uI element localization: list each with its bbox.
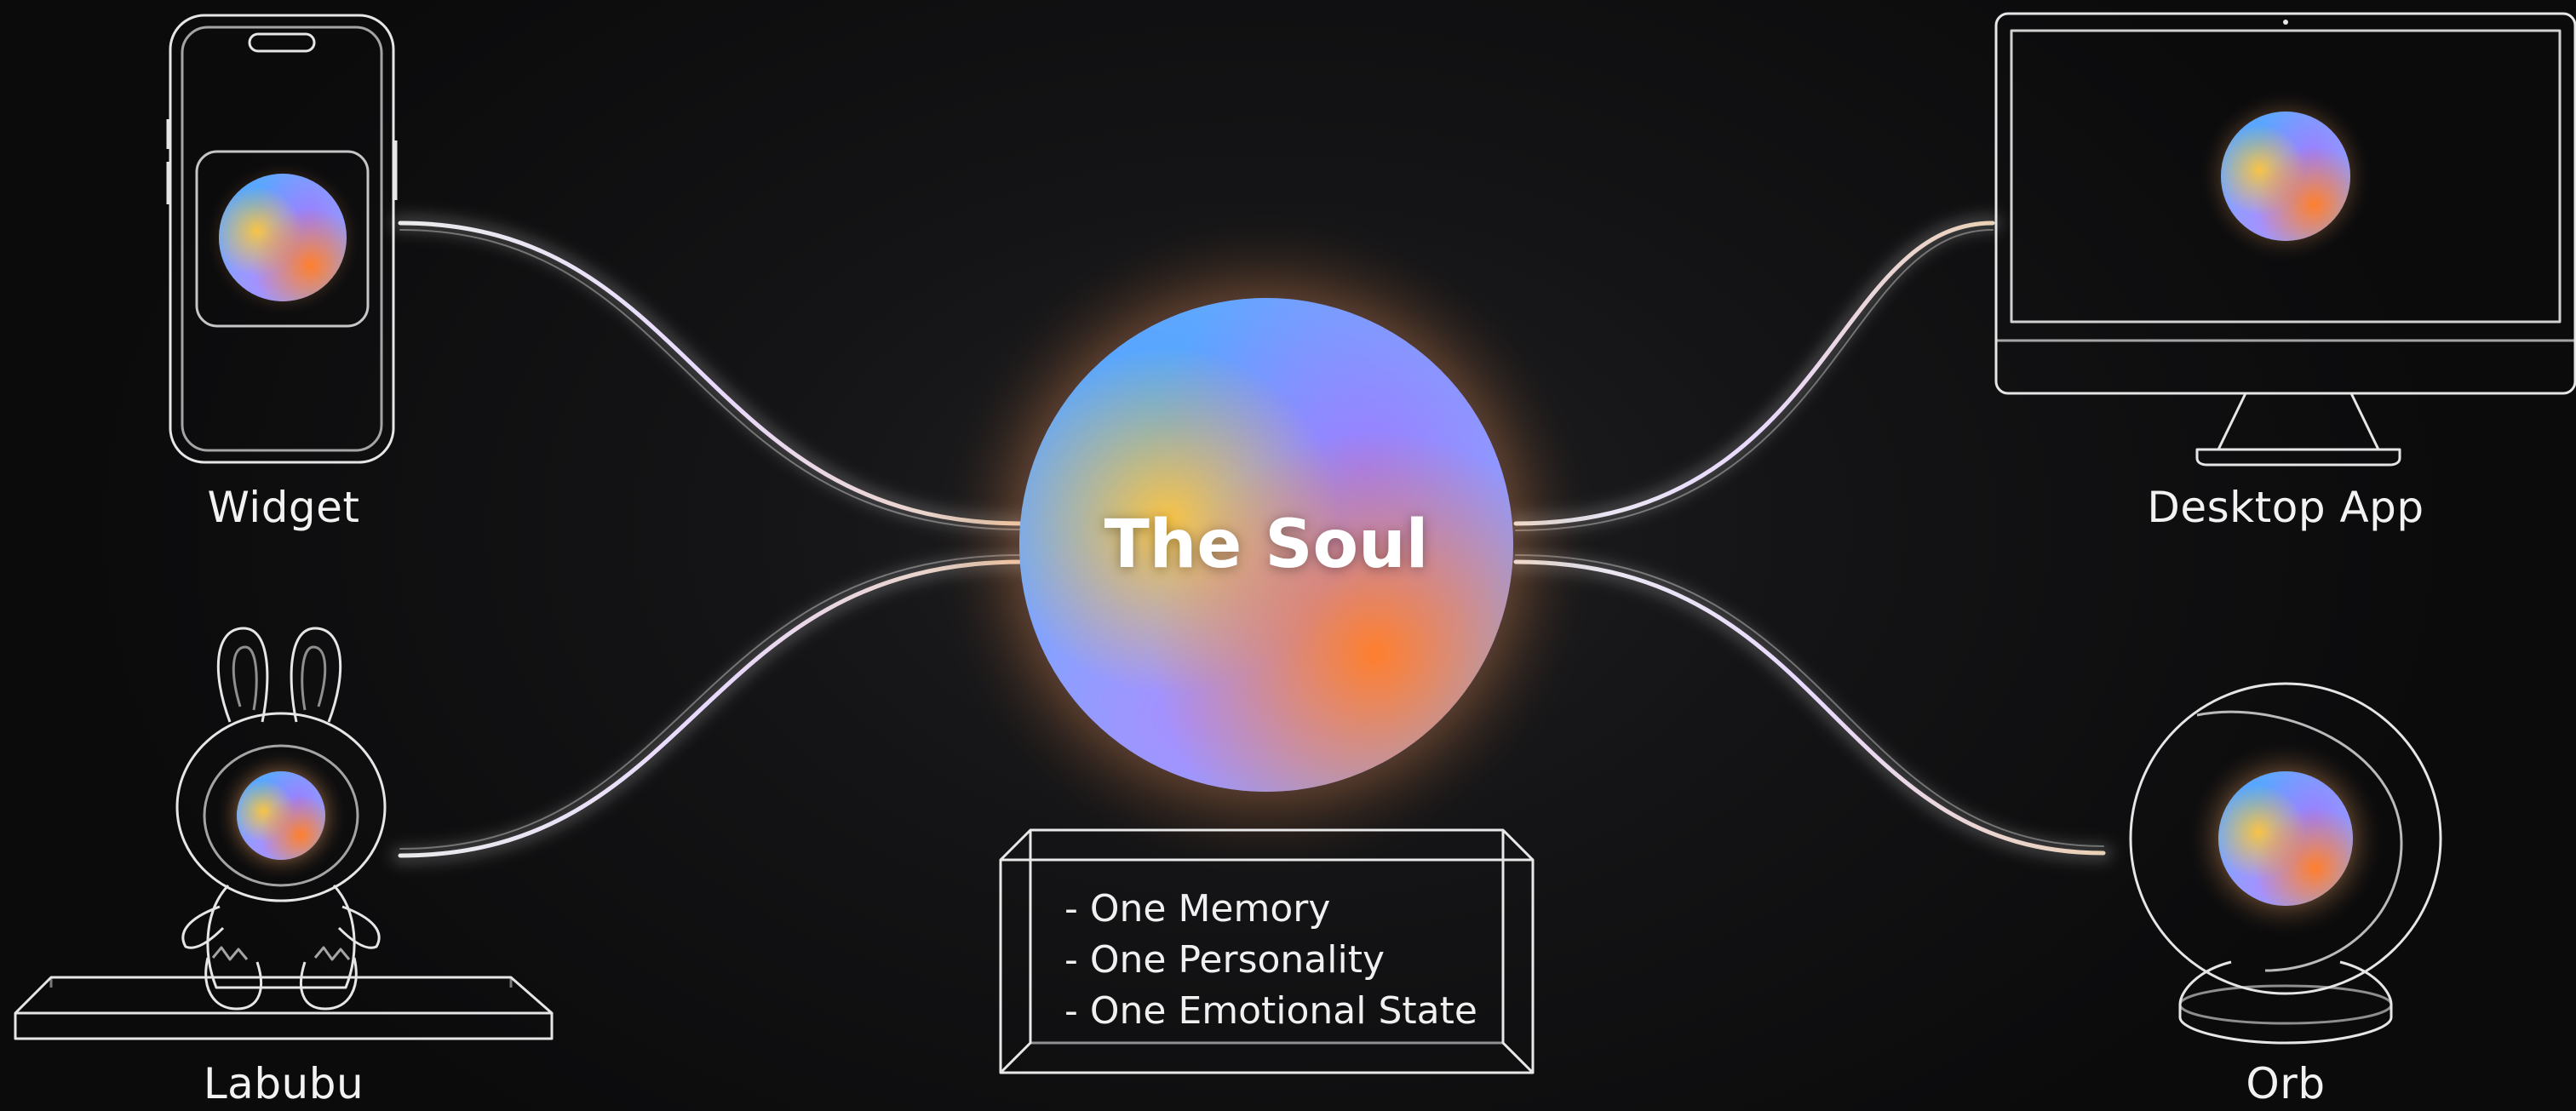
wire-orb xyxy=(1516,555,2103,853)
phone-widget-illustration xyxy=(168,15,396,462)
orb-device-illustration xyxy=(2131,684,2441,1043)
desktop-monitor-illustration xyxy=(1996,14,2575,465)
feature-item-personality: - One Personality xyxy=(1064,935,1477,986)
orb-label: Orb xyxy=(2246,1059,2325,1108)
widget-mini-orb xyxy=(219,174,347,301)
feature-item-emotional-state: - One Emotional State xyxy=(1064,986,1477,1037)
widget-label: Widget xyxy=(207,483,359,532)
desktop-mini-orb xyxy=(2221,112,2350,241)
desktop-app-label: Desktop App xyxy=(2147,483,2424,532)
feature-item-memory: - One Memory xyxy=(1064,884,1477,935)
soul-title: The Soul xyxy=(1104,507,1429,583)
labubu-illustration xyxy=(15,628,552,1039)
wire-labubu xyxy=(400,555,1022,856)
labubu-mini-orb xyxy=(237,771,325,860)
wire-widget xyxy=(400,223,1022,530)
labubu-label: Labubu xyxy=(204,1059,364,1108)
orb-device-mini-orb xyxy=(2218,771,2353,906)
features-list: - One Memory - One Personality - One Emo… xyxy=(1064,884,1477,1037)
